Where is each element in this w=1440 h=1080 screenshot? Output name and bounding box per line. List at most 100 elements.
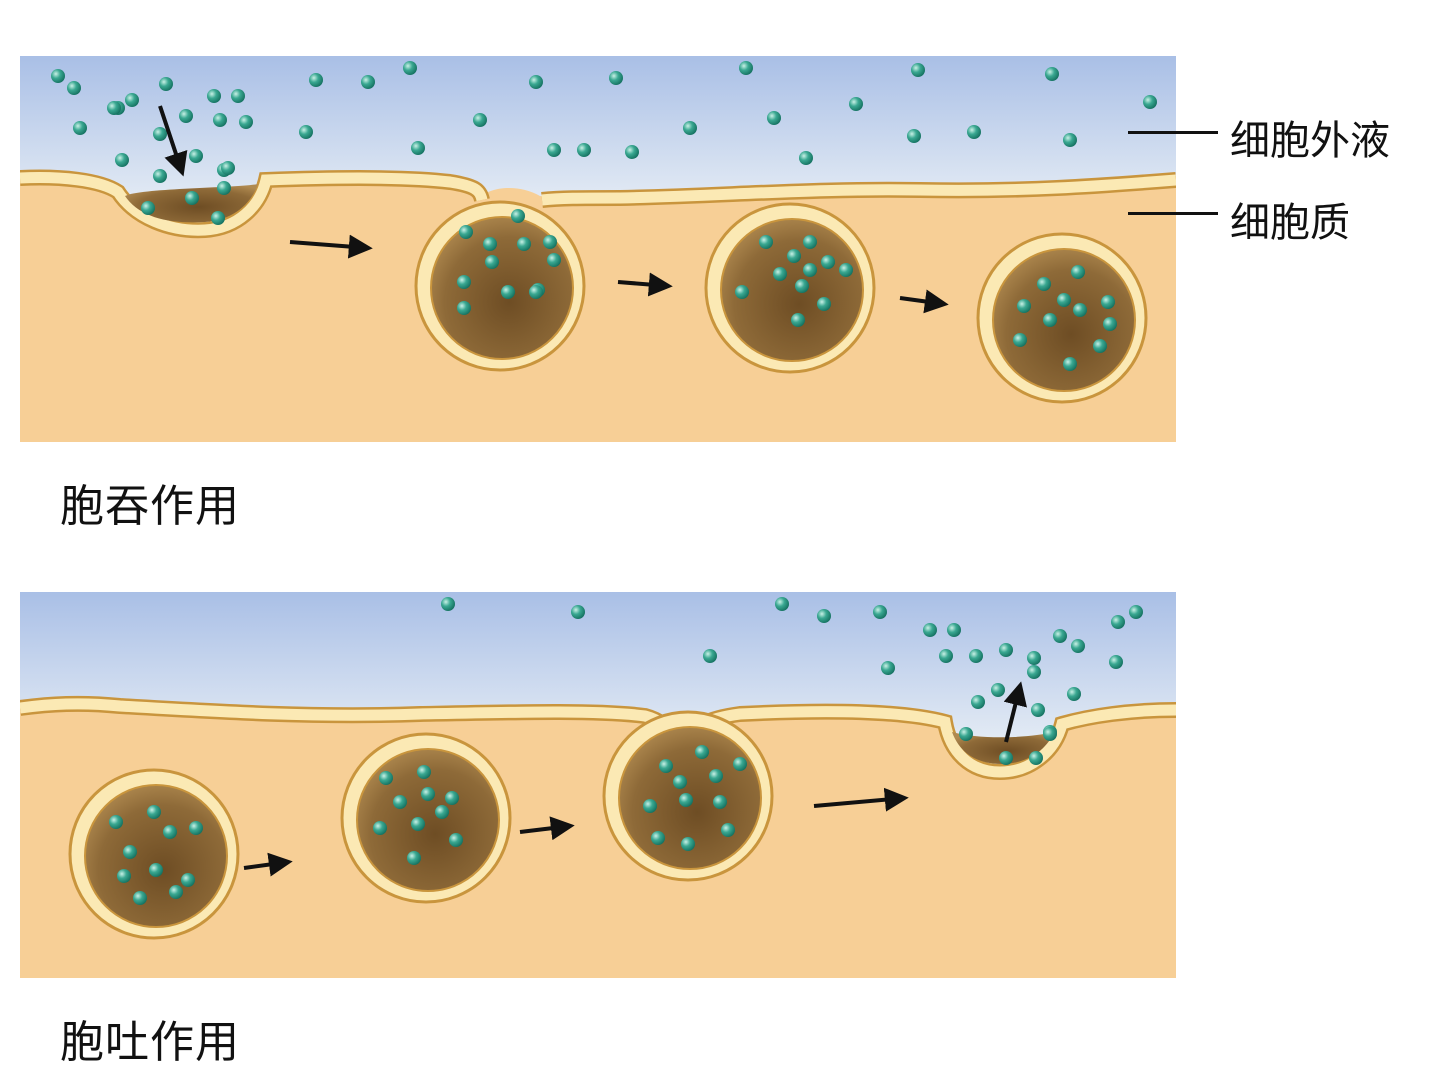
particle	[125, 93, 139, 107]
particle	[1063, 133, 1077, 147]
particle	[457, 301, 471, 315]
particle	[153, 169, 167, 183]
particle	[51, 69, 65, 83]
arrow-outward	[1003, 681, 1027, 743]
particle	[679, 793, 693, 807]
particle	[735, 285, 749, 299]
particle	[379, 771, 393, 785]
particle	[185, 191, 199, 205]
particle	[1071, 265, 1085, 279]
label-cytoplasm: 细胞质	[1230, 200, 1350, 246]
particle	[971, 695, 985, 709]
particle	[923, 623, 937, 637]
arrow-inward	[158, 105, 188, 177]
particle	[817, 609, 831, 623]
particle	[959, 727, 973, 741]
particle	[839, 263, 853, 277]
particle	[803, 235, 817, 249]
particle	[739, 61, 753, 75]
particle	[485, 255, 499, 269]
particle	[441, 597, 455, 611]
particle	[373, 821, 387, 835]
particle	[999, 643, 1013, 657]
particle	[411, 817, 425, 831]
particle	[421, 787, 435, 801]
label-line-cytoplasm	[1128, 212, 1218, 215]
particle	[67, 81, 81, 95]
particle	[947, 623, 961, 637]
particle	[767, 111, 781, 125]
particle	[163, 825, 177, 839]
particle	[803, 263, 817, 277]
particle	[511, 209, 525, 223]
particle	[1043, 313, 1057, 327]
particle	[181, 873, 195, 887]
particle	[73, 121, 87, 135]
particle	[775, 597, 789, 611]
arrow-step-1	[243, 852, 293, 877]
particle	[299, 125, 313, 139]
particle	[1027, 665, 1041, 679]
particle	[873, 605, 887, 619]
particle	[1093, 339, 1107, 353]
particle	[1063, 357, 1077, 371]
particle	[407, 851, 421, 865]
particle	[1111, 615, 1125, 629]
vesicle-lumen	[720, 218, 864, 362]
arrow-step-3	[899, 289, 949, 314]
vesicle-lumen	[356, 748, 500, 892]
particle	[309, 73, 323, 87]
particle	[911, 63, 925, 77]
particle	[881, 661, 895, 675]
particle	[969, 649, 983, 663]
particle	[361, 75, 375, 89]
exocytosis-diagram	[20, 592, 1176, 978]
particle	[149, 863, 163, 877]
particle	[529, 285, 543, 299]
caption-exocytosis: 胞吐作用	[60, 1017, 240, 1068]
plasma-membrane-inner	[20, 698, 1176, 778]
particle	[713, 795, 727, 809]
particle	[207, 89, 221, 103]
particle	[1053, 629, 1067, 643]
particle	[417, 765, 431, 779]
particle	[1129, 605, 1143, 619]
particle	[791, 313, 805, 327]
particle	[1045, 67, 1059, 81]
particle	[721, 823, 735, 837]
particle	[999, 751, 1013, 765]
particle	[1017, 299, 1031, 313]
particle	[991, 683, 1005, 697]
particle	[695, 745, 709, 759]
label-line-extracellular	[1128, 131, 1218, 134]
plasma-membrane-inner	[20, 172, 1176, 236]
label-extracellular: 细胞外液	[1230, 118, 1390, 164]
particle	[625, 145, 639, 159]
particle	[483, 237, 497, 251]
particle	[821, 255, 835, 269]
particle	[967, 125, 981, 139]
particle	[939, 649, 953, 663]
particle	[547, 253, 561, 267]
particle	[217, 181, 231, 195]
extracellular-fluid	[20, 592, 1176, 768]
particle	[501, 285, 515, 299]
particle	[411, 141, 425, 155]
particle	[403, 61, 417, 75]
particle	[643, 799, 657, 813]
particle	[681, 837, 695, 851]
vesicle-lumen	[992, 248, 1136, 392]
particle	[907, 129, 921, 143]
particle	[1031, 703, 1045, 717]
particle	[1143, 95, 1157, 109]
particle	[189, 821, 203, 835]
particle	[153, 127, 167, 141]
particle	[239, 115, 253, 129]
particle	[577, 143, 591, 157]
particle	[231, 89, 245, 103]
particle	[211, 211, 225, 225]
particle	[773, 267, 787, 281]
particle	[733, 757, 747, 771]
particle	[759, 235, 773, 249]
vesicle-lumen	[430, 216, 574, 360]
